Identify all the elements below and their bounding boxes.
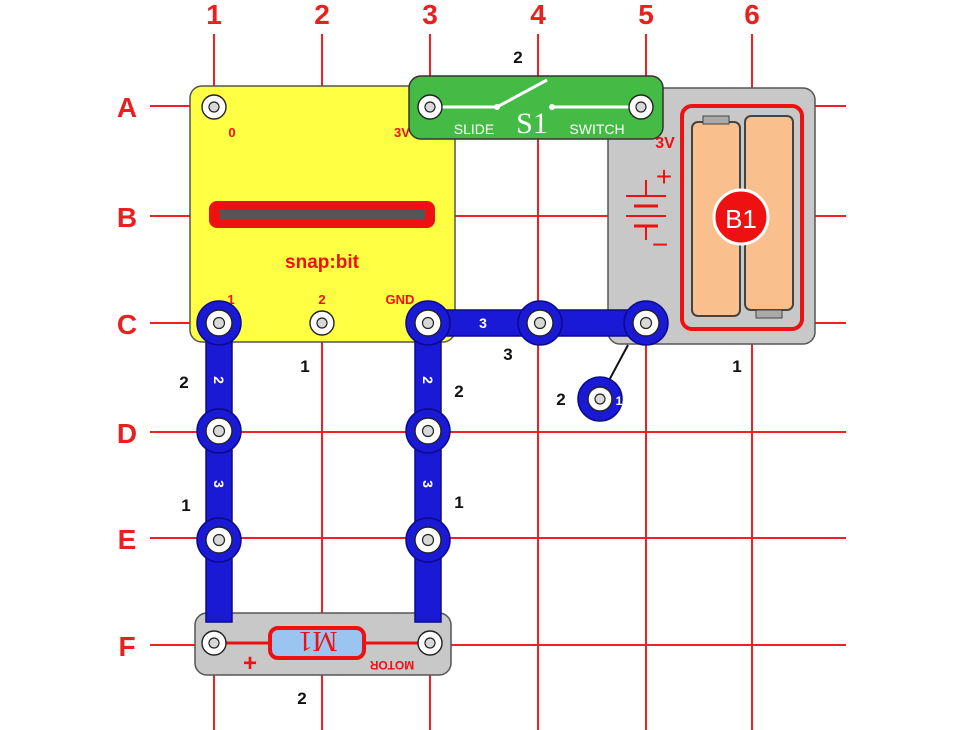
motor: M1 MOTOR +	[194, 612, 452, 677]
wire-c3-e3	[414, 321, 442, 623]
snapbit-level: 1	[300, 357, 309, 376]
battery-plus: +	[656, 161, 672, 192]
row-label-b: B	[117, 202, 137, 233]
switch-snap-a3	[417, 94, 443, 120]
snapbit-pin-2-label: 2	[318, 292, 325, 307]
battery-symbol	[626, 180, 666, 240]
row-label-c: C	[117, 309, 137, 340]
slide-switch: SLIDE S1 SWITCH	[408, 75, 664, 140]
motor-level: 2	[297, 689, 306, 708]
row-label-f: F	[118, 631, 135, 662]
wire-d1-e1-number: 3	[211, 480, 227, 488]
row-labels: A B C D E F	[117, 92, 137, 662]
motor-label: M1	[299, 625, 338, 656]
switch-snap-a5	[628, 94, 654, 120]
column-label-2: 2	[314, 0, 330, 30]
motor-snap-f1	[201, 630, 227, 656]
wire-snap-c5	[623, 300, 669, 346]
battery-label: B1	[725, 204, 757, 234]
column-labels: 1 2 3 4 5 6	[206, 0, 760, 30]
snapbit-pin-gnd-label: GND	[386, 292, 415, 307]
motor-text: MOTOR	[369, 658, 414, 672]
motor-plus: +	[243, 650, 257, 677]
single-snap-number: 1	[616, 394, 623, 408]
wire-c3-c5-number: 3	[479, 315, 487, 331]
wire-snap-d3	[405, 408, 451, 454]
switch-level: 2	[513, 48, 522, 67]
row-label-d: D	[117, 418, 137, 449]
wire-c3-c5-level: 3	[503, 345, 512, 364]
column-label-6: 6	[744, 0, 760, 30]
snapbit-module: snap:bit 0 3V 1 2 GND	[189, 85, 456, 343]
row-label-e: E	[118, 524, 137, 555]
column-label-3: 3	[422, 0, 438, 30]
snapbit-pin-1-label: 1	[227, 292, 234, 307]
snapbit-pin-0-label: 0	[228, 125, 235, 140]
motor-snap-f3	[417, 630, 443, 656]
battery-level: 1	[732, 357, 741, 376]
row-label-a: A	[117, 92, 137, 123]
snapbit-snap-a1	[201, 94, 227, 120]
single-snap-level: 2	[556, 390, 565, 409]
wire-c1-d1-level: 2	[179, 373, 188, 392]
battery-holder: B1 3V + −	[607, 87, 816, 345]
snapbit-snap-c2	[309, 310, 335, 336]
wire-d1-e1-level: 1	[181, 496, 190, 515]
wire-d3-e3-level: 1	[454, 493, 463, 512]
wire-snap-e3	[405, 517, 451, 563]
wire-snap-c1	[196, 300, 242, 346]
column-label-1: 1	[206, 0, 222, 30]
snapbit-name: snap:bit	[285, 252, 360, 273]
wire-snaps	[196, 300, 669, 563]
snapbit-pin-3v-label: 3V	[394, 125, 410, 140]
wire-snap-e1	[196, 517, 242, 563]
switch-label-right: SWITCH	[569, 121, 624, 137]
wire-d3-e3-number: 3	[420, 480, 436, 488]
wire-c1-e1	[205, 321, 233, 623]
wire-c1-d1-number: 2	[211, 376, 227, 384]
battery-voltage: 3V	[655, 135, 675, 152]
wire-snap-d1	[196, 408, 242, 454]
wire-c3-d3-number: 2	[420, 376, 436, 384]
battery-minus: −	[652, 229, 668, 260]
switch-label-left: SLIDE	[454, 121, 494, 137]
wire-c3-d3-level: 2	[454, 382, 463, 401]
column-label-5: 5	[638, 0, 654, 30]
wire-snap-c3	[405, 300, 451, 346]
switch-label-id: S1	[516, 107, 548, 140]
column-label-4: 4	[530, 0, 546, 30]
single-snap: 1	[577, 376, 623, 422]
wire-snap-c4	[517, 300, 563, 346]
